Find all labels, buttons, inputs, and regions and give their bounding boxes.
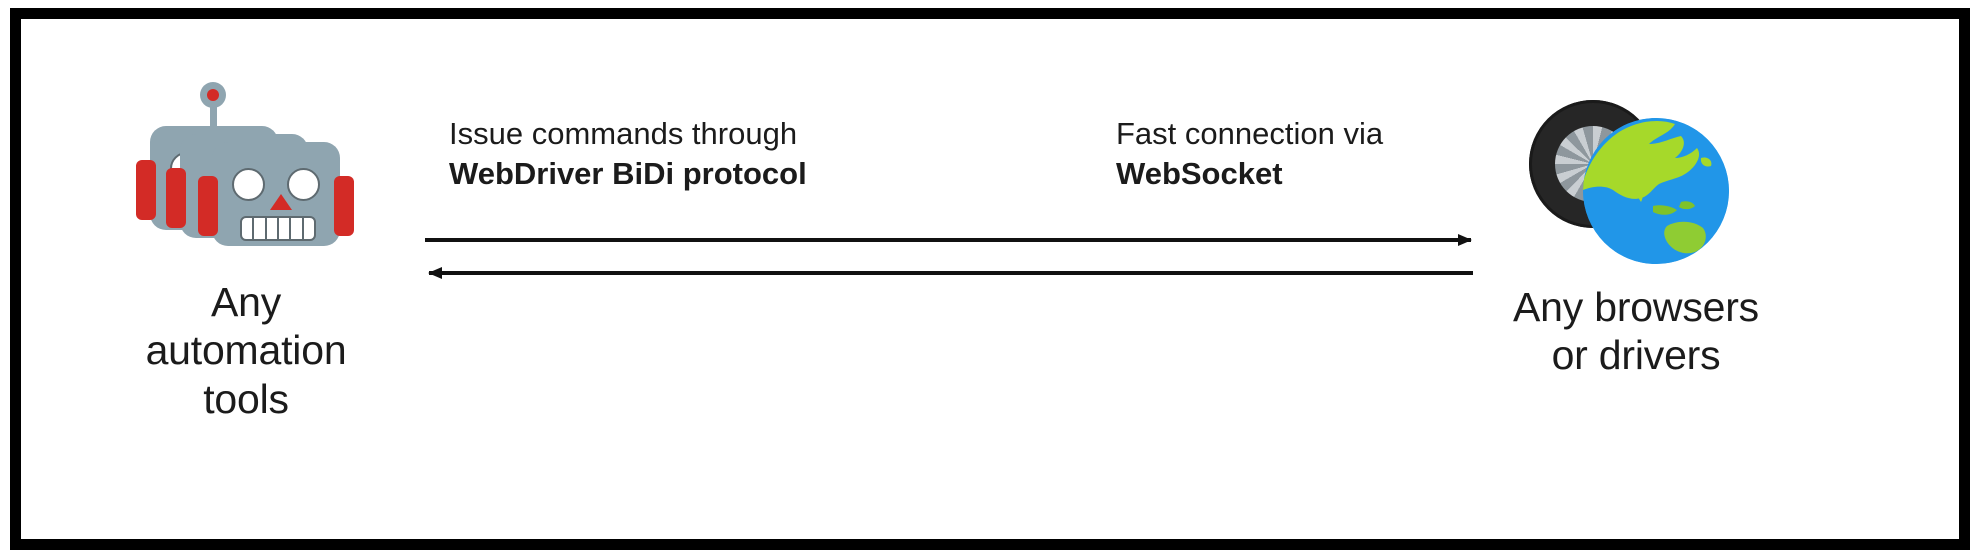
robot-antenna-ball [200,82,226,108]
robot-ear-left-front [198,176,218,236]
robot-ear-right-front [334,176,354,236]
globe-icon [1583,118,1729,264]
node-automation-tools: Any automation tools [81,82,411,423]
connector-arrows [425,234,1473,279]
globe-tire-icon [1521,94,1751,269]
node-label-line-3: tools [203,375,289,422]
diagram-frame: Any automation tools [10,8,1970,550]
annotation-connection: Fast connection via WebSocket [1116,114,1383,193]
robot-nose [270,194,292,210]
annotation-commands: Issue commands through WebDriver BiDi pr… [449,114,807,193]
diagram-stage: Any automation tools [21,19,1959,539]
robot-eye-right-front [287,168,320,201]
annotation-commands-line-1: Issue commands through [449,116,798,151]
robot-head-front [198,142,354,246]
node-browsers-drivers: Any browsers or drivers [1421,94,1851,380]
robot-eye-left-front [232,168,265,201]
node-label-browsers-drivers: Any browsers or drivers [1513,283,1759,380]
node-label-line-2: or drivers [1551,332,1721,379]
robot-mouth [240,216,316,241]
node-label-automation-tools: Any automation tools [146,278,347,423]
node-label-line-1: Any browsers [1513,284,1759,330]
robot-ear-left-back [136,160,156,220]
annotation-commands-line-2: WebDriver BiDi protocol [449,155,807,191]
node-label-line-2: automation [145,327,347,374]
annotation-connection-line-1: Fast connection via [1116,116,1384,151]
annotation-connection-line-2: WebSocket [1116,155,1283,191]
node-label-line-1: Any [210,279,282,325]
robot-antenna-stem [210,102,217,130]
robot-ear-left-middle [166,168,186,228]
robot-icon [136,82,354,264]
